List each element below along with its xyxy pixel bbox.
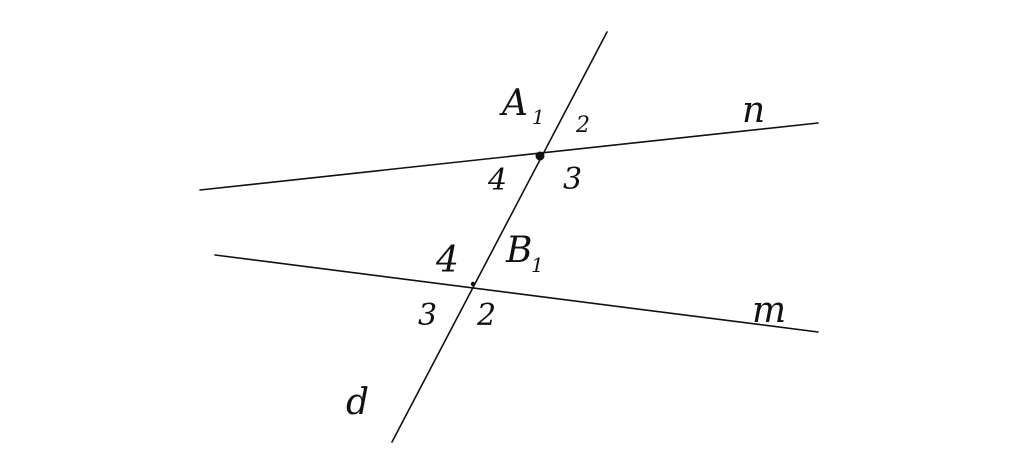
angle-a-2: 2 (575, 113, 590, 138)
line-m (214, 254, 819, 333)
line-m-label: m (752, 290, 786, 331)
line-n (199, 122, 819, 191)
angle-a-4: 4 (487, 163, 507, 198)
line-d-label: d (346, 382, 369, 423)
point-a1-subscript: 1 (532, 105, 545, 129)
line-d (391, 31, 608, 443)
point-a1-dot (535, 151, 545, 161)
angle-b-3: 3 (418, 298, 437, 333)
point-a1-letter: A (499, 83, 528, 124)
angle-a-3: 3 (563, 162, 582, 197)
point-b1-letter: B (505, 230, 532, 271)
point-b1-subscript: 1 (531, 253, 544, 277)
angle-b-2: 2 (476, 298, 496, 333)
point-b1-dot (470, 281, 476, 287)
line-n-label: n (742, 90, 765, 131)
angle-b-4: 4 (435, 240, 459, 281)
